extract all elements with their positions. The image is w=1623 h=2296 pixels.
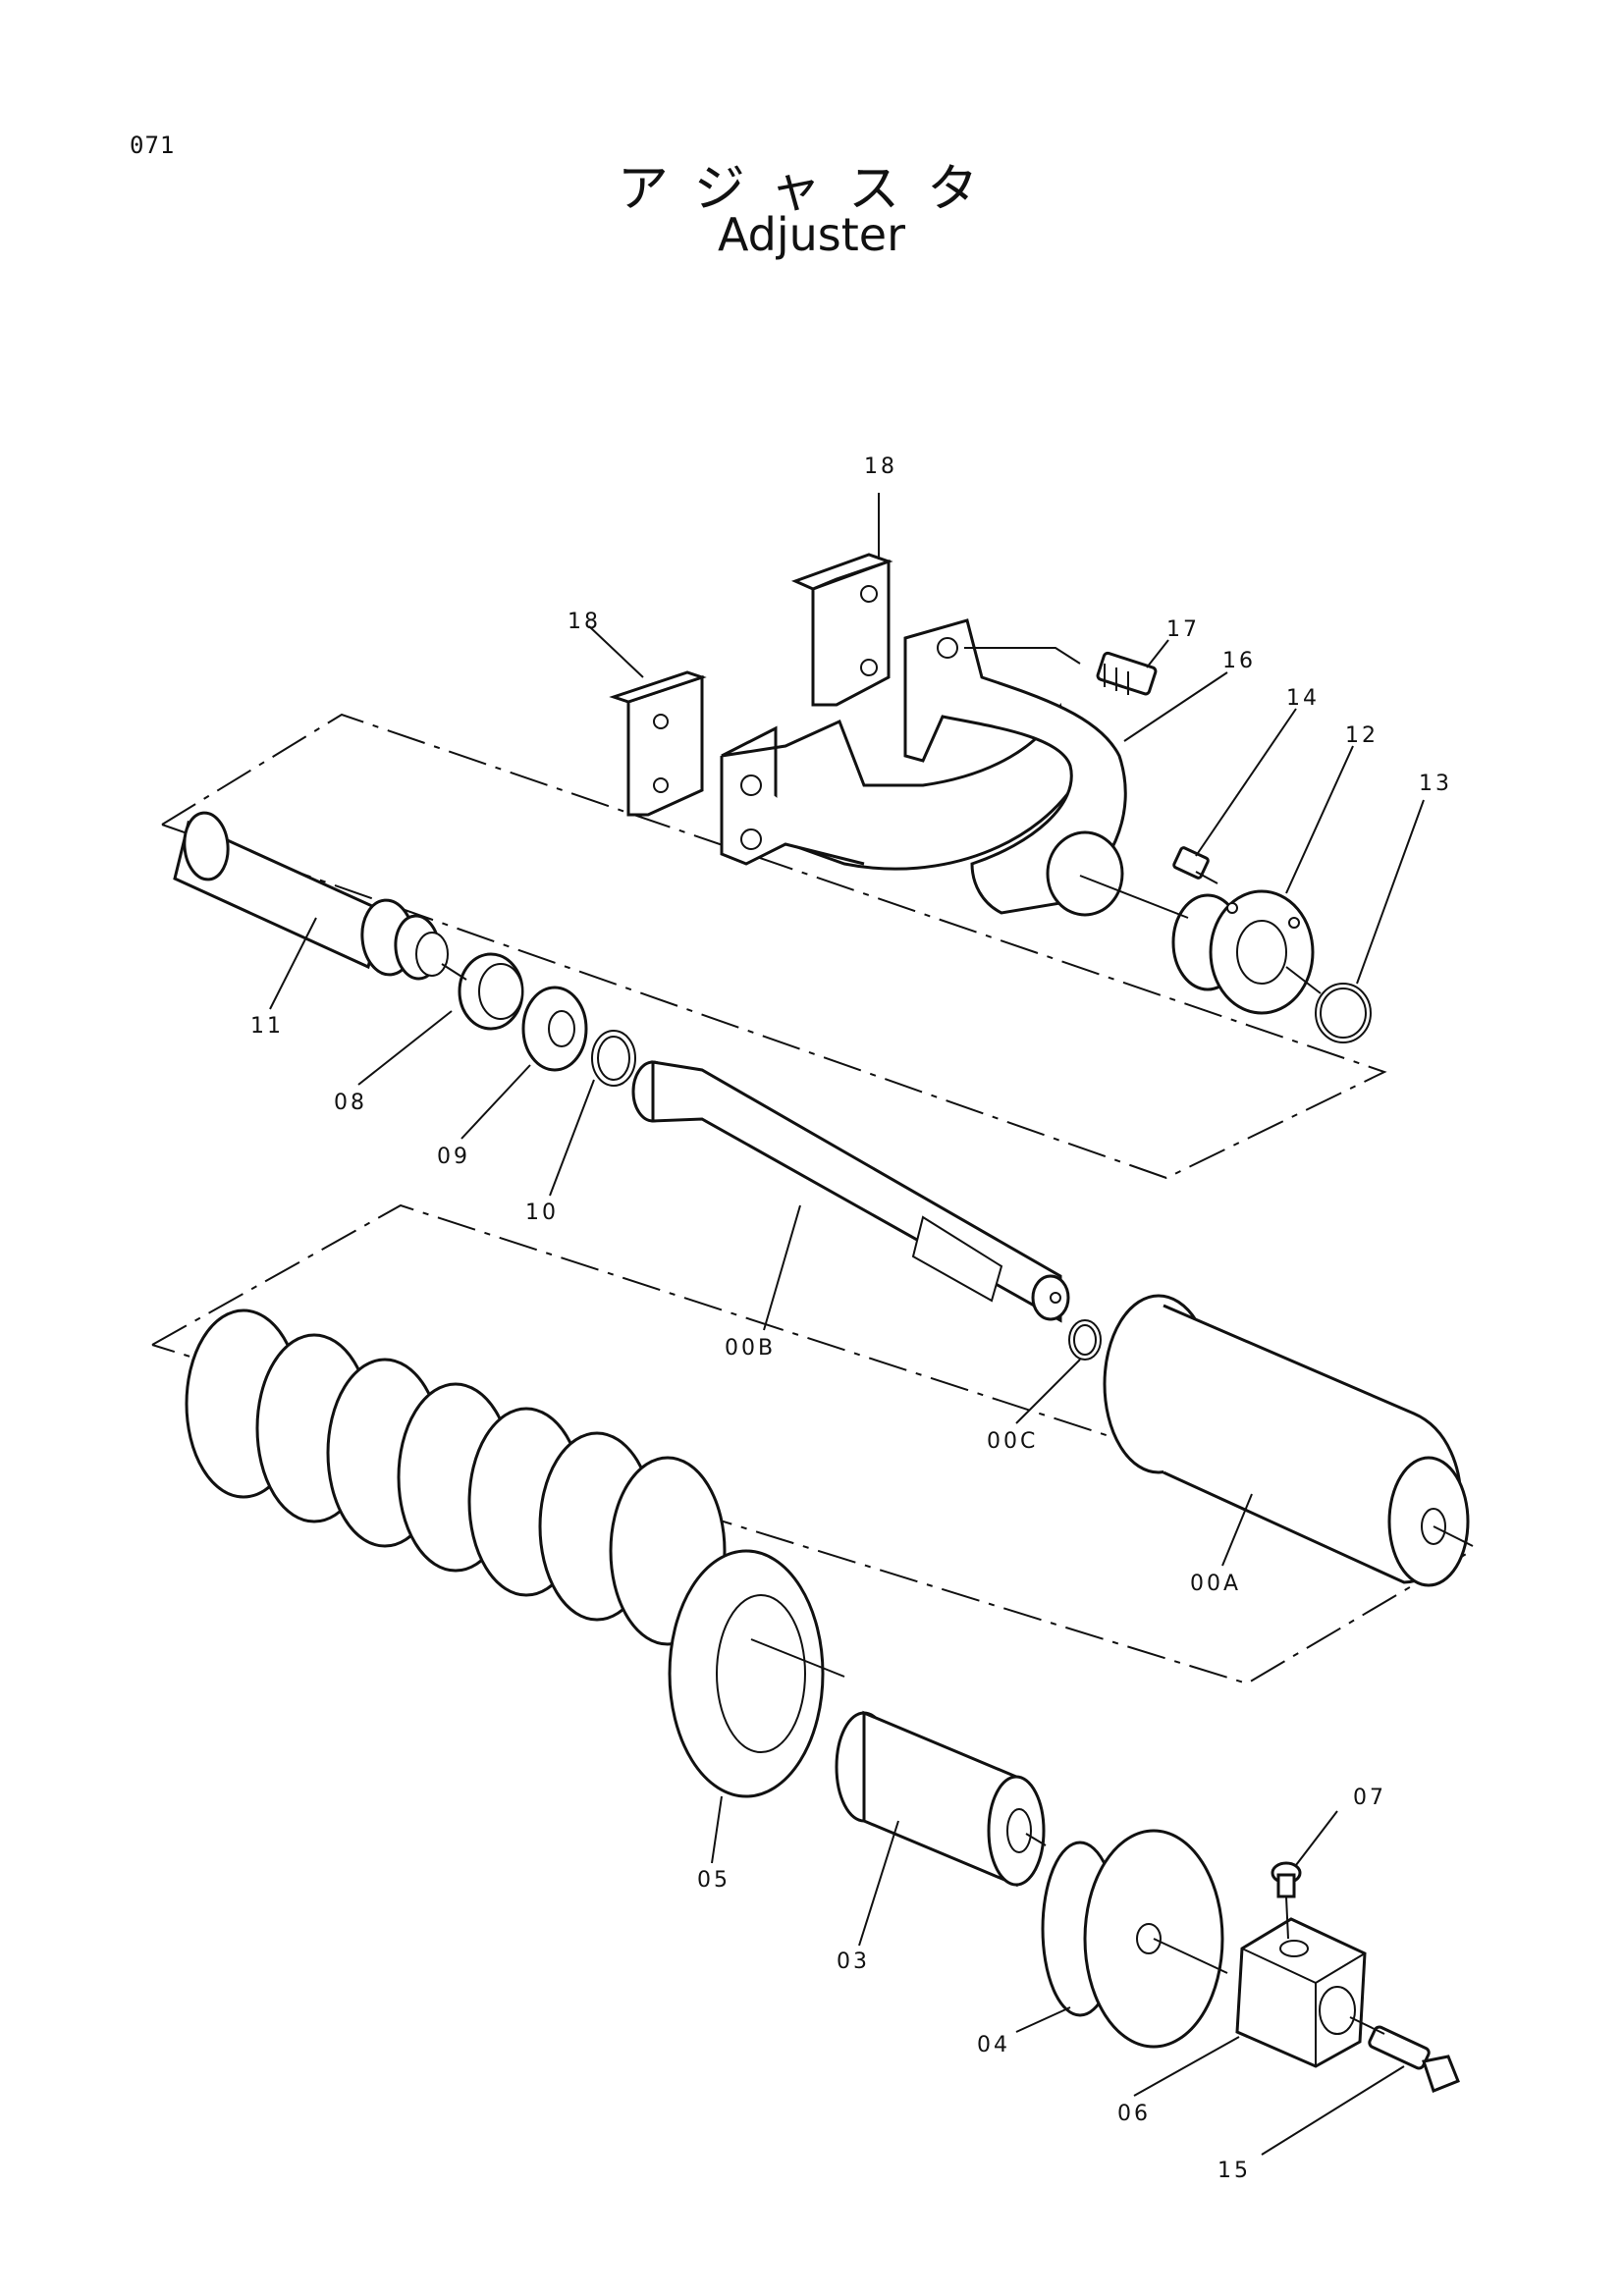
callout-12: 12 <box>1345 723 1379 748</box>
title-english: Adjuster <box>717 208 905 261</box>
callout-11: 11 <box>250 1014 284 1039</box>
callout-05: 05 <box>697 1868 730 1893</box>
callout-08: 08 <box>334 1091 367 1115</box>
yoke <box>720 618 1127 917</box>
cylinder-11 <box>173 811 449 981</box>
bolt-17 <box>1096 651 1158 696</box>
callout-labels: 18 18 17 16 14 12 13 11 08 09 10 00B 00C… <box>250 454 1452 2183</box>
spacer-block-right <box>790 553 893 707</box>
fitting-15 <box>1368 2025 1460 2093</box>
callout-09: 09 <box>437 1145 470 1169</box>
callout-14: 14 <box>1286 686 1320 711</box>
tube-03 <box>835 1710 1046 1888</box>
title-japanese: アジャスタ <box>617 160 1006 219</box>
callout-10: 10 <box>525 1201 559 1225</box>
callout-15: 15 <box>1217 2159 1251 2183</box>
bolt-14 <box>1172 846 1218 884</box>
hex-block-06 <box>1235 1917 1367 2068</box>
upper-assembly-frame <box>161 713 1387 1180</box>
callout-18-upper: 18 <box>864 454 897 479</box>
callout-16: 16 <box>1222 649 1256 673</box>
callout-07: 07 <box>1353 1786 1386 1810</box>
flange-12 <box>1171 889 1315 1015</box>
bushing-08 <box>458 952 524 1031</box>
callout-03: 03 <box>837 1949 870 1974</box>
housing-00A <box>1103 1294 1470 1587</box>
callout-04: 04 <box>977 2033 1010 2057</box>
spacer-block-left <box>609 670 707 817</box>
rod-00B <box>631 1060 1070 1323</box>
callout-06: 06 <box>1117 2102 1151 2126</box>
alignment-lines <box>441 647 1474 2035</box>
lower-assembly-frame <box>151 1203 1471 1685</box>
washer-09 <box>521 986 588 1072</box>
callout-13: 13 <box>1419 772 1452 796</box>
callout-18-lower: 18 <box>568 610 601 634</box>
oring-13 <box>1315 983 1372 1043</box>
callout-00B: 00B <box>725 1336 776 1361</box>
oring-00C <box>1068 1319 1102 1361</box>
callout-00A: 00A <box>1190 1572 1241 1596</box>
snap-ring-10 <box>591 1030 636 1087</box>
leader-lines <box>269 493 1425 2156</box>
plug-07 <box>1271 1861 1302 1898</box>
page-number: 071 <box>130 132 176 159</box>
spring-05 <box>185 1308 825 1798</box>
plate-04 <box>1041 1829 1224 2049</box>
callout-17: 17 <box>1166 617 1200 642</box>
callout-00C: 00C <box>987 1429 1038 1454</box>
